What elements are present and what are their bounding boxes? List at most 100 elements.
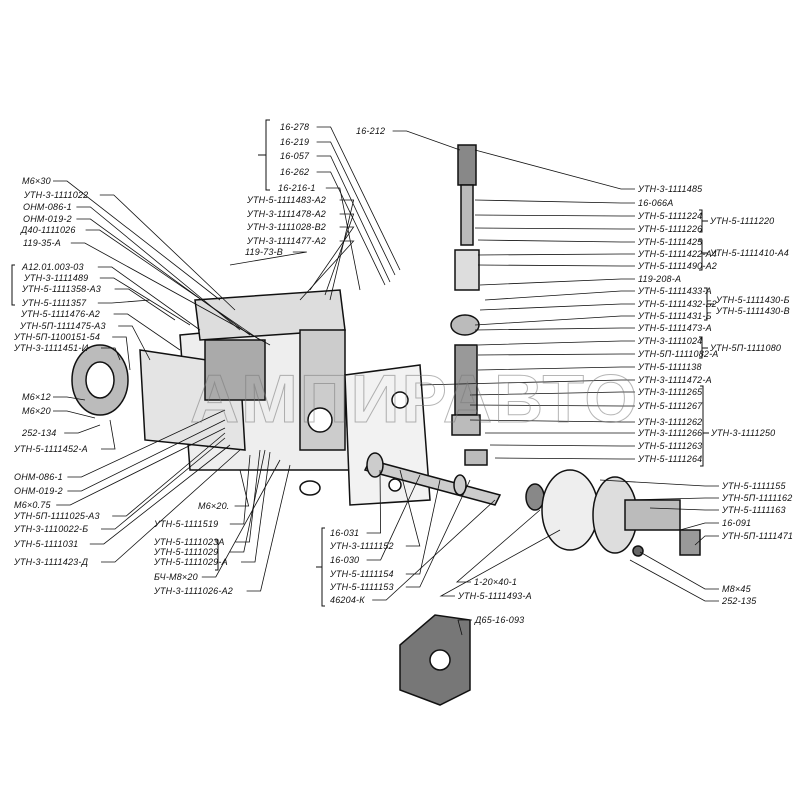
leader-line (477, 264, 635, 267)
part-label-labels-right: УТН-3-1111266 (638, 428, 703, 438)
leader-line (439, 529, 561, 597)
part-label-labels-right: УТН-5П-1111082-А (638, 349, 719, 359)
leader-line (112, 432, 226, 517)
part-label-labels-right: УТН-5-1111431-Б (638, 311, 712, 321)
leader-line (477, 366, 635, 371)
leader-line (474, 315, 635, 326)
part-label-labels-top: УТН-5-1111483-А2 (247, 195, 326, 205)
injector-plunger-stack (450, 144, 488, 466)
part-label-labels-right: УТН-5-1111473-А (638, 323, 712, 333)
part-label-labels-bottom-middle: УТН-3-1111152 (330, 541, 394, 551)
leader-line (76, 206, 241, 331)
part-label-labels-right: УТН-5-1111267 (638, 401, 703, 411)
leader-line (477, 253, 635, 256)
leader-line (97, 299, 151, 304)
leader-line (477, 239, 635, 243)
pump-housing (71, 289, 431, 506)
part-label-labels-lower-right: М8×45 (722, 584, 751, 594)
brackets (11, 119, 714, 607)
part-label-labels-right: 119-208-А (638, 274, 682, 284)
leader-line (477, 353, 635, 356)
leader-line (234, 469, 250, 507)
part-label-labels-left: УТН-5-1111357 (22, 298, 87, 308)
part-label-labels-left: УТН-5-1111031 (14, 539, 79, 549)
leader-line (469, 419, 635, 423)
part-label-labels-right: УТН-3-1111472-А (638, 375, 712, 385)
leader-line (64, 424, 101, 434)
leader-line (89, 444, 231, 545)
part-label-labels-lower-right: УТН-5П-1111162 (722, 493, 793, 503)
leader-line (101, 419, 116, 450)
part-label-labels-left: 252-134 (22, 428, 57, 438)
part-label-labels-right: УТН-5-1111263 (638, 441, 703, 451)
part-label-labels-top: 16-216-1 (278, 183, 316, 193)
leader-line (309, 226, 355, 291)
part-label-labels-left: УТН-3-1111451-И (14, 343, 89, 353)
camshaft (363, 452, 545, 511)
part-label-labels-bottom-left: УТН-5-1111029-А (154, 557, 228, 567)
leader-line (67, 419, 226, 492)
part-label-labels-bottom-middle: 46204-К (330, 595, 365, 605)
leader-line (53, 180, 221, 301)
leader-line (419, 379, 635, 386)
part-label-labels-left: М6×20 (22, 406, 51, 416)
part-label-labels-left: 119-35-А (23, 238, 61, 248)
part-label-labels-right: УТН-5-1111224 (638, 211, 703, 221)
leader-line (99, 194, 236, 311)
part-label-labels-lower-right: 252-135 (722, 596, 757, 606)
part-label-labels-right: УТН-3-1111265 (638, 387, 703, 397)
part-label-labels-bottom-left: УТН-3-1111026-А2 (154, 586, 233, 596)
leader-lines (53, 126, 719, 636)
part-label-labels-top: УТН-3-1111028-В2 (247, 222, 326, 232)
leader-line (85, 229, 261, 341)
part-label-labels-bottom-middle: УТН-5-1111153 (330, 582, 394, 592)
part-label-labels-right-groups: УТН-5-1111430-Б (716, 295, 790, 305)
part-label-labels-bottom-middle: 16-030 (330, 555, 360, 565)
leader-line (457, 619, 472, 636)
leader-line (329, 199, 355, 301)
part-label-labels-bottom-left: БЧ-М8×20 (154, 572, 198, 582)
part-label-labels-bottom-left: УТН-5-1111029 (154, 547, 219, 557)
leader-line (484, 290, 635, 301)
part-label-labels-right-groups: УТН-3-1111250 (711, 428, 776, 438)
part-label-labels-right: УТН-5-1111432-Б2 (638, 299, 717, 309)
part-label-labels-lower-right: УТН-5П-1111471 (722, 531, 794, 541)
leader-line (114, 288, 176, 321)
leader-line (101, 347, 121, 361)
leader-line (494, 457, 635, 460)
leader-line (56, 427, 226, 506)
leader-line (399, 469, 421, 547)
part-label-labels-top: 16-278 (280, 122, 310, 132)
part-label-labels-left: УТН-3-1111423-Д (14, 557, 89, 567)
part-label-labels-left: УТН-5П-1100151-54 (14, 332, 101, 342)
leader-line (474, 214, 635, 217)
part-label-labels-bottom-left: М6×20. (198, 501, 230, 511)
leader-line (649, 507, 719, 511)
leader-line (629, 559, 719, 602)
leader-line (299, 240, 355, 301)
part-label-labels-top: 16-262 (280, 167, 310, 177)
leader-line (479, 303, 635, 311)
part-label-labels-right: УТН-3-1111262 (638, 417, 703, 427)
part-label-labels-right-groups: УТН-5-1111220 (710, 216, 775, 226)
leader-line (113, 313, 181, 351)
leader-line (53, 410, 96, 419)
part-label-labels-lower-right: УТН-5-1111163 (722, 505, 786, 515)
leader-line (489, 444, 635, 447)
leader-line (316, 155, 391, 283)
leader-line (366, 469, 382, 534)
leader-line (639, 551, 719, 590)
leader-line (246, 464, 291, 592)
part-label-labels-left: УТН-5П-1111475-А3 (20, 321, 106, 331)
leader-line (235, 449, 261, 543)
part-label-labels-top: 16-219 (280, 137, 310, 147)
leader-line (469, 391, 635, 396)
leader-line (97, 266, 201, 331)
leader-line (99, 277, 191, 326)
part-label-labels-bottom-left: УТН-5-1111519 (154, 519, 219, 529)
leader-line (477, 340, 635, 346)
leader-line (316, 171, 386, 286)
part-label-labels-right: УТН-5-1111425 (638, 237, 703, 247)
